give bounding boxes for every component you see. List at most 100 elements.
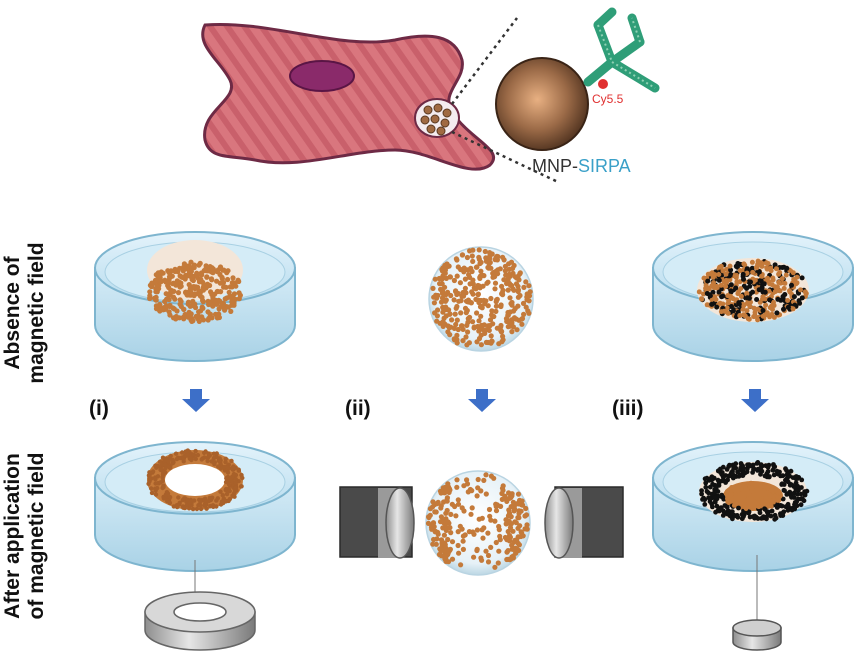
particle — [725, 511, 730, 517]
particle — [728, 272, 734, 277]
cy55-label: Cy5.5 — [592, 92, 624, 106]
particle — [748, 299, 753, 305]
particle — [709, 270, 715, 276]
particle — [700, 497, 705, 502]
particle — [703, 484, 709, 490]
particle — [227, 496, 232, 502]
particle — [707, 292, 713, 298]
particle — [196, 288, 202, 294]
particle — [161, 496, 167, 501]
particle — [761, 484, 767, 489]
particle — [795, 483, 801, 489]
particle — [750, 269, 756, 275]
particle — [475, 292, 481, 298]
particle — [728, 267, 734, 273]
particle — [498, 303, 504, 310]
particle — [794, 503, 800, 509]
particle — [520, 533, 526, 539]
particle — [492, 518, 498, 524]
block-magnet-left-icon — [339, 486, 415, 559]
mnp-sirpa-illustration: Cy5.5 MNP-SIRPA — [495, 7, 660, 176]
particle — [458, 298, 464, 304]
particle — [198, 270, 204, 276]
particle — [448, 511, 454, 517]
particle — [457, 280, 463, 286]
particle — [524, 297, 530, 303]
particle — [734, 501, 739, 507]
particle — [221, 496, 226, 501]
particle — [462, 305, 469, 311]
particle — [802, 489, 807, 495]
particle — [736, 505, 741, 511]
particle — [451, 297, 457, 303]
particle — [153, 463, 158, 468]
particle — [506, 261, 512, 267]
particle — [443, 275, 449, 281]
particle — [185, 448, 190, 453]
particle — [796, 298, 802, 304]
sphere-ii-after — [425, 470, 531, 576]
particle — [211, 504, 216, 509]
particle — [231, 471, 237, 477]
particle — [727, 263, 733, 269]
particle — [205, 458, 210, 464]
particle — [438, 514, 444, 520]
particle — [153, 278, 159, 284]
particle — [468, 300, 474, 306]
particle — [493, 539, 499, 546]
particle — [790, 306, 796, 312]
particle — [182, 505, 187, 511]
particle — [222, 464, 227, 470]
particle — [718, 466, 723, 472]
particle — [227, 477, 233, 482]
particle — [165, 491, 171, 496]
particle — [798, 502, 804, 508]
particle — [212, 460, 217, 465]
particle — [193, 448, 198, 454]
particle — [463, 334, 469, 340]
particle — [524, 526, 530, 532]
particle — [755, 317, 761, 323]
particle — [708, 476, 714, 481]
particle — [699, 296, 705, 302]
particle — [486, 506, 493, 513]
particle — [754, 297, 760, 302]
particle — [478, 268, 484, 274]
particle — [755, 516, 761, 521]
particle — [190, 318, 196, 324]
particle — [504, 318, 510, 324]
particle — [203, 502, 208, 507]
particle — [771, 500, 776, 505]
particle — [738, 487, 744, 492]
particle — [453, 513, 459, 519]
particle — [479, 527, 485, 533]
particle — [502, 493, 508, 499]
particle — [147, 289, 153, 295]
particle — [732, 513, 738, 518]
particle — [236, 290, 242, 296]
particle — [474, 310, 480, 316]
particle — [462, 532, 468, 538]
particle — [770, 467, 776, 473]
particle — [447, 332, 453, 338]
particle — [717, 300, 723, 306]
particle — [769, 504, 774, 509]
particle — [470, 258, 476, 264]
particle — [487, 255, 493, 261]
particle — [185, 301, 191, 307]
particle — [495, 254, 501, 260]
particle — [768, 265, 774, 271]
particle — [204, 274, 210, 280]
particle — [499, 328, 505, 334]
particle — [467, 274, 473, 280]
particle — [466, 529, 472, 535]
particle — [732, 273, 738, 279]
particle — [712, 495, 718, 500]
particle — [789, 482, 795, 488]
particle — [442, 540, 448, 546]
particle — [435, 499, 441, 505]
particle — [799, 275, 805, 281]
particle — [499, 283, 505, 289]
particle — [737, 483, 742, 489]
particle — [485, 323, 491, 329]
